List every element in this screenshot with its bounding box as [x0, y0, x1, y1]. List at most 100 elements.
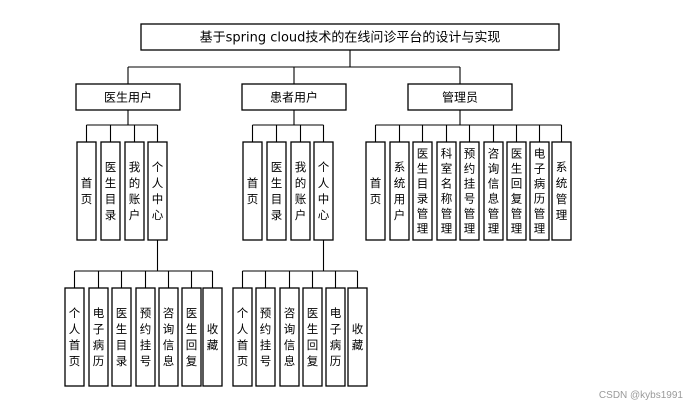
node-doctor-pc-favorites-label: 收藏	[207, 322, 219, 352]
node-patient-directory: 医生目录	[266, 141, 287, 241]
node-admin-home: 首页	[365, 141, 386, 241]
node-doctor-directory: 医生目录	[100, 141, 121, 241]
node-patient-pc-emr-label: 电子病历	[330, 306, 342, 368]
node-patient-pc-appointment-label: 预约挂号	[260, 306, 272, 368]
node-boxes: 基于spring cloud技术的在线问诊平台的设计与实现医生用户首页医生目录我…	[64, 23, 572, 387]
node-doctor-directory-label: 医生目录	[105, 160, 117, 222]
node-admin-reply-mgmt-label: 医生回复管理	[511, 147, 523, 236]
node-admin-system-users-label: 系统用户	[394, 160, 406, 222]
node-doctor-personal-center-box	[147, 141, 168, 241]
node-doctor-pc-appointment-box	[135, 287, 156, 387]
node-doctor-pc-favorites: 收藏	[202, 287, 223, 387]
node-doctor-personal-center-label: 个人中心	[152, 160, 164, 222]
node-doctor-pc-favorites-box	[202, 287, 223, 387]
node-patient-pc-favorites-label: 收藏	[352, 322, 364, 352]
node-admin-home-box	[365, 141, 386, 241]
node-doctor-personal-center: 个人中心	[147, 141, 168, 241]
node-admin-department-mgmt-box	[436, 141, 457, 241]
node-admin-home-label: 首页	[370, 176, 382, 206]
node-patient-directory-box	[266, 141, 287, 241]
node-patient-account: 我的账户	[290, 141, 311, 241]
branch-doctor: 医生用户	[75, 83, 181, 111]
node-admin-reply-mgmt: 医生回复管理	[506, 141, 527, 241]
node-admin-appointment-mgmt-box	[459, 141, 480, 241]
node-doctor-pc-consultation: 咨询信息	[158, 287, 179, 387]
node-admin-emr-mgmt-label: 电子病历管理	[534, 147, 546, 236]
node-admin-doctor-directory-mgmt-box	[412, 141, 433, 241]
node-patient-home-box	[242, 141, 263, 241]
title-node: 基于spring cloud技术的在线问诊平台的设计与实现	[140, 23, 560, 51]
node-doctor-pc-emr: 电子病历	[88, 287, 109, 387]
node-doctor-pc-appointment: 预约挂号	[135, 287, 156, 387]
branch-admin-label: 管理员	[442, 89, 478, 104]
node-doctor-pc-reply-label: 医生回复	[186, 306, 198, 368]
node-admin-consultation-mgmt-box	[483, 141, 504, 241]
node-patient-account-label: 我的账户	[295, 160, 307, 222]
node-patient-pc-emr: 电子病历	[325, 287, 346, 387]
node-doctor-pc-directory-label: 医生目录	[116, 306, 128, 368]
node-admin-system-mgmt-label: 系统管理	[556, 160, 568, 222]
node-admin-appointment-mgmt-label: 预约挂号管理	[464, 147, 476, 236]
node-admin-consultation-mgmt: 咨询信息管理	[483, 141, 504, 241]
node-patient-pc-reply-box	[302, 287, 323, 387]
node-patient-pc-emr-box	[325, 287, 346, 387]
node-doctor-pc-personal-home-label: 个人首页	[69, 306, 81, 368]
node-doctor-pc-directory-box	[111, 287, 132, 387]
branch-patient-label: 患者用户	[270, 89, 318, 104]
branch-admin: 管理员	[407, 83, 513, 111]
node-admin-doctor-directory-mgmt: 医生目录管理	[412, 141, 433, 241]
node-admin-system-users-box	[389, 141, 410, 241]
node-patient-pc-appointment-box	[255, 287, 276, 387]
node-admin-department-mgmt-label: 科室名称管理	[441, 147, 453, 236]
node-doctor-account: 我的账户	[124, 141, 145, 241]
node-admin-department-mgmt: 科室名称管理	[436, 141, 457, 241]
node-admin-reply-mgmt-box	[506, 141, 527, 241]
title-node-box	[140, 23, 560, 51]
node-admin-system-mgmt: 系统管理	[551, 141, 572, 241]
node-patient-pc-consultation: 咨询信息	[279, 287, 300, 387]
node-admin-consultation-mgmt-label: 咨询信息管理	[488, 147, 500, 236]
title-node-label: 基于spring cloud技术的在线问诊平台的设计与实现	[200, 30, 501, 46]
node-admin-doctor-directory-mgmt-label: 医生目录管理	[417, 147, 429, 236]
node-patient-pc-personal-home: 个人首页	[232, 287, 253, 387]
watermark-text: CSDN @kybs1991	[599, 390, 684, 401]
node-doctor-pc-emr-box	[88, 287, 109, 387]
node-patient-pc-consultation-label: 咨询信息	[284, 306, 296, 368]
node-admin-emr-mgmt: 电子病历管理	[529, 141, 550, 241]
connector-lines	[73, 50, 563, 288]
node-doctor-pc-personal-home: 个人首页	[64, 287, 85, 387]
node-patient-pc-reply: 医生回复	[302, 287, 323, 387]
node-doctor-pc-emr-label: 电子病历	[93, 306, 105, 368]
node-patient-pc-favorites: 收藏	[347, 287, 368, 387]
node-patient-personal-center-box	[313, 141, 334, 241]
node-patient-directory-label: 医生目录	[271, 160, 283, 222]
node-doctor-home: 首页	[76, 141, 97, 241]
node-doctor-pc-directory: 医生目录	[111, 287, 132, 387]
branch-admin-box	[407, 83, 513, 111]
node-doctor-directory-box	[100, 141, 121, 241]
node-patient-home: 首页	[242, 141, 263, 241]
node-doctor-pc-appointment-label: 预约挂号	[140, 306, 152, 368]
node-admin-emr-mgmt-box	[529, 141, 550, 241]
node-admin-system-users: 系统用户	[389, 141, 410, 241]
node-admin-system-mgmt-box	[551, 141, 572, 241]
node-doctor-pc-reply-box	[181, 287, 202, 387]
node-doctor-home-box	[76, 141, 97, 241]
node-patient-home-label: 首页	[247, 176, 259, 206]
node-doctor-pc-reply: 医生回复	[181, 287, 202, 387]
node-doctor-pc-personal-home-box	[64, 287, 85, 387]
node-patient-personal-center-label: 个人中心	[318, 160, 330, 222]
node-patient-pc-favorites-box	[347, 287, 368, 387]
node-admin-appointment-mgmt: 预约挂号管理	[459, 141, 480, 241]
branch-patient-box	[241, 83, 347, 111]
node-patient-pc-appointment: 预约挂号	[255, 287, 276, 387]
node-doctor-home-label: 首页	[81, 176, 93, 206]
node-doctor-pc-consultation-box	[158, 287, 179, 387]
node-doctor-account-box	[124, 141, 145, 241]
node-patient-pc-reply-label: 医生回复	[307, 306, 319, 368]
branch-doctor-label: 医生用户	[104, 89, 152, 104]
branch-patient: 患者用户	[241, 83, 347, 111]
node-patient-personal-center: 个人中心	[313, 141, 334, 241]
